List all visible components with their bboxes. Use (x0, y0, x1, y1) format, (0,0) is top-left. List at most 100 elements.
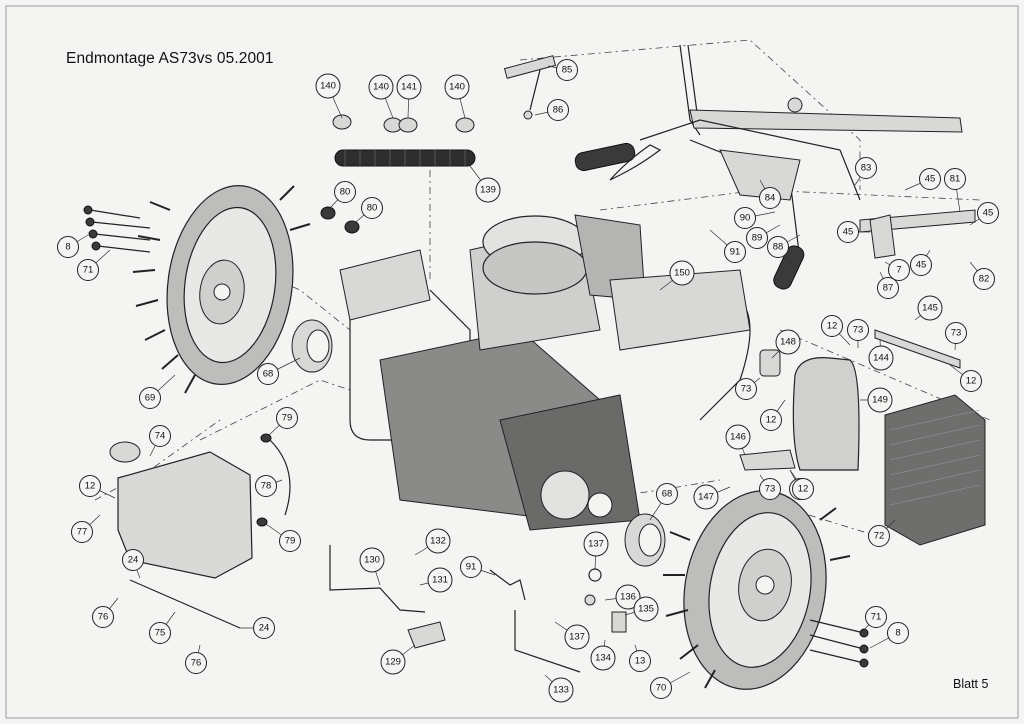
right-wheel (663, 490, 851, 690)
callout-71: 71 (77, 259, 99, 281)
callout-circle (855, 157, 877, 179)
callout-129: 129 (380, 649, 406, 675)
callout-148: 148 (775, 329, 801, 355)
callout-number: 12 (966, 376, 977, 387)
callout-80: 80 (361, 197, 383, 219)
callout-140: 140 (368, 74, 394, 100)
callout-number: 149 (872, 395, 888, 406)
callout-140: 140 (444, 74, 470, 100)
callout-number: 13 (635, 656, 646, 667)
callout-number: 73 (741, 384, 752, 395)
callout-circle (865, 606, 887, 628)
callout-circle (867, 387, 893, 413)
handlebar-assembly (574, 44, 963, 290)
callout-number: 81 (950, 174, 961, 185)
wheel-hub-right (624, 513, 666, 567)
wheel-hub-left (291, 319, 333, 373)
callout-24: 24 (253, 617, 275, 639)
callout-12: 12 (821, 315, 843, 337)
callout-circle (253, 617, 275, 639)
callout-number: 68 (263, 369, 274, 380)
fuel-tank-part (109, 433, 291, 629)
callout-circle (380, 649, 406, 675)
callout-134: 134 (590, 645, 616, 671)
callout-circle (139, 387, 161, 409)
right-side-parts (739, 209, 986, 546)
callout-circle (334, 181, 356, 203)
callout-circle (361, 197, 383, 219)
callout-circle (185, 652, 207, 674)
callout-150: 150 (669, 260, 695, 286)
callout-circle (837, 221, 859, 243)
callout-number: 132 (430, 536, 446, 547)
callout-84: 84 (759, 187, 781, 209)
callout-circle (564, 624, 590, 650)
callout-number: 137 (569, 632, 585, 643)
callout-76: 76 (92, 606, 114, 628)
callout-circle (315, 73, 341, 99)
callout-73: 73 (759, 478, 781, 500)
callout-number: 76 (98, 612, 109, 623)
callout-number: 140 (320, 81, 336, 92)
callout-number: 7 (896, 265, 901, 276)
callout-circle (71, 521, 93, 543)
callout-86: 86 (547, 99, 569, 121)
callout-number: 73 (853, 325, 864, 336)
callout-number: 24 (259, 623, 270, 634)
callout-number: 140 (373, 82, 389, 93)
callout-137: 137 (564, 624, 590, 650)
callout-144: 144 (868, 345, 894, 371)
callout-circle (767, 236, 789, 258)
callout-12: 12 (960, 370, 982, 392)
callout-circle (650, 677, 672, 699)
callout-83: 83 (855, 157, 877, 179)
callout-circle (444, 74, 470, 100)
callout-73: 73 (945, 322, 967, 344)
callout-circle (877, 277, 899, 299)
callout-68: 68 (257, 363, 279, 385)
callout-74: 74 (149, 425, 171, 447)
callout-12: 12 (792, 478, 814, 500)
lower-small-parts (329, 545, 627, 673)
callout-circle (759, 187, 781, 209)
callout-circle (944, 168, 966, 190)
callout-number: 12 (85, 481, 96, 492)
callout-circle (868, 345, 894, 371)
callout-72: 72 (868, 525, 890, 547)
callout-135: 135 (633, 596, 659, 622)
handle-grip-part (334, 149, 476, 167)
callout-circle (548, 677, 574, 703)
callout-circle (910, 254, 932, 276)
callout-137: 137 (583, 531, 609, 557)
callout-12: 12 (79, 475, 101, 497)
callout-91: 91 (460, 556, 482, 578)
callout-circle (257, 363, 279, 385)
callout-circle (669, 260, 695, 286)
callout-circle (368, 74, 394, 100)
callout-number: 76 (191, 658, 202, 669)
sheet-border (5, 5, 1019, 719)
callout-number: 45 (983, 208, 994, 219)
callout-circle (973, 268, 995, 290)
callout-number: 8 (65, 242, 70, 253)
callout-73: 73 (735, 378, 757, 400)
callout-number: 86 (553, 105, 564, 116)
callout-circle (724, 241, 746, 263)
callout-number: 139 (480, 185, 496, 196)
callout-number: 45 (925, 174, 936, 185)
callout-77: 77 (71, 521, 93, 543)
callout-13: 13 (629, 650, 651, 672)
callout-78: 78 (255, 475, 277, 497)
callout-147: 147 (693, 484, 719, 510)
callout-132: 132 (425, 528, 451, 554)
callout-87: 87 (877, 277, 899, 299)
callout-149: 149 (867, 387, 893, 413)
callout-45: 45 (977, 202, 999, 224)
callout-number: 146 (730, 432, 746, 443)
callout-number: 141 (401, 82, 417, 93)
bolts-right (809, 619, 869, 668)
callout-number: 135 (638, 604, 654, 615)
callout-145: 145 (917, 295, 943, 321)
